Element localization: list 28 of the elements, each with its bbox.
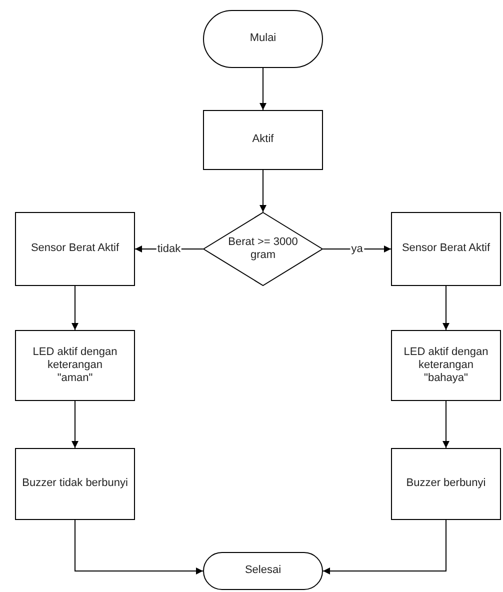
arrow [72,400,78,448]
node-text: Selesai [244,564,282,578]
edge-label: tidak [156,242,182,256]
arrow [260,170,266,212]
node-text: Buzzer tidak berbunyi [22,477,128,491]
process-box [15,448,135,520]
terminal-shape [203,552,323,590]
arrow [442,286,450,330]
arrow [72,286,78,330]
process-box [391,448,501,520]
arrow [260,68,266,110]
arrow [74,520,204,574]
node-text: Aktif [252,133,274,147]
arrow [322,520,446,574]
process-box [391,212,501,286]
node-text: Mulai [250,32,276,46]
process-box [15,212,135,286]
node-text: Sensor Berat Aktif [402,242,490,256]
process-box [203,110,323,170]
node-text: Sensor Berat Aktif [30,242,120,256]
node-text: LED aktif dengan keterangan "bahaya" [402,346,490,386]
node-text: Berat >= 3000 gram [227,236,299,262]
process-box [15,330,135,401]
decision-diamond [203,212,323,286]
node-text: LED aktif dengan keterangan "aman" [32,346,118,386]
arrow [442,400,450,448]
process-box [391,330,501,401]
node-text: Buzzer berbunyi [406,477,486,491]
